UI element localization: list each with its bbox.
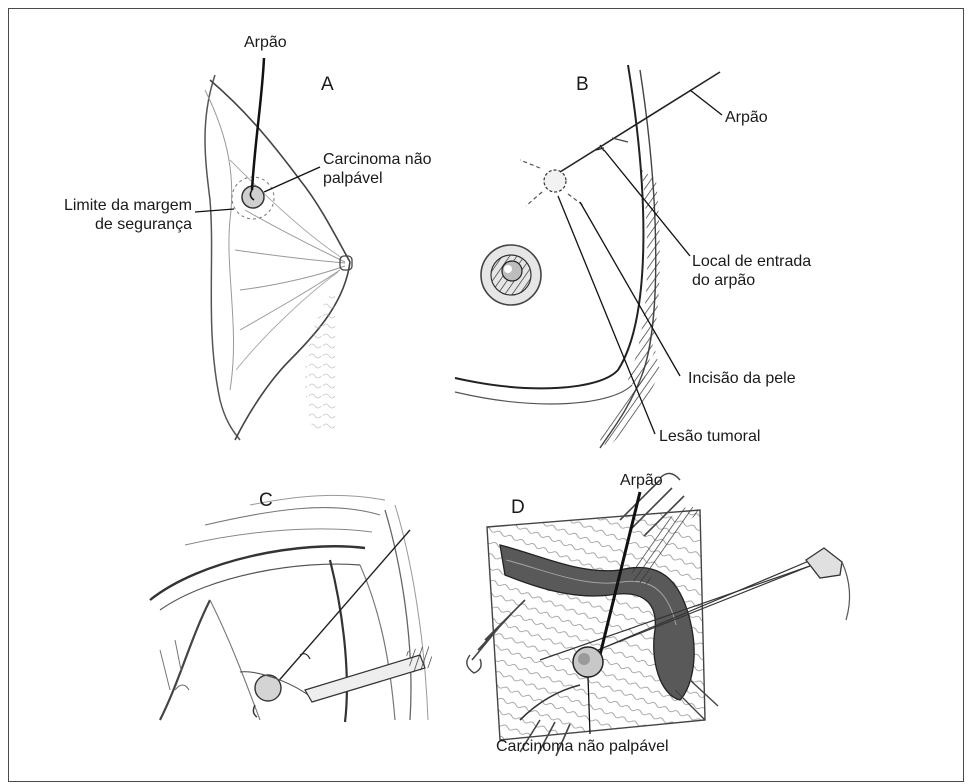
- panel-letter-b: B: [576, 74, 589, 96]
- panel-a-margin-label-1: Limite da margem: [28, 196, 192, 215]
- panel-b-lesion-label: Lesão tumoral: [659, 427, 760, 446]
- panel-c-drawing: [150, 495, 435, 722]
- panel-letter-a: A: [321, 74, 334, 96]
- panel-b-wire-label: Arpão: [725, 108, 768, 127]
- panel-a-wire-label: Arpão: [244, 33, 287, 52]
- panel-b-entry-label-2: do arpão: [692, 271, 755, 290]
- panel-b-entry-label-1: Local de entrada: [692, 252, 811, 271]
- panel-a-drawing: [195, 58, 352, 440]
- panel-d-wire-label: Arpão: [620, 471, 663, 490]
- panel-letter-c: C: [259, 490, 273, 512]
- panel-a-carcinoma-label-1: Carcinoma não: [323, 150, 432, 169]
- panel-d-carcinoma-label: Carcinoma não palpável: [496, 737, 669, 756]
- panel-letter-d: D: [511, 497, 525, 519]
- panel-a-margin-label-2: de segurança: [28, 215, 192, 234]
- panel-b-incision-label: Incisão da pele: [688, 369, 796, 388]
- panel-a-carcinoma-label-2: palpável: [323, 169, 383, 188]
- panel-b-drawing: [455, 65, 722, 448]
